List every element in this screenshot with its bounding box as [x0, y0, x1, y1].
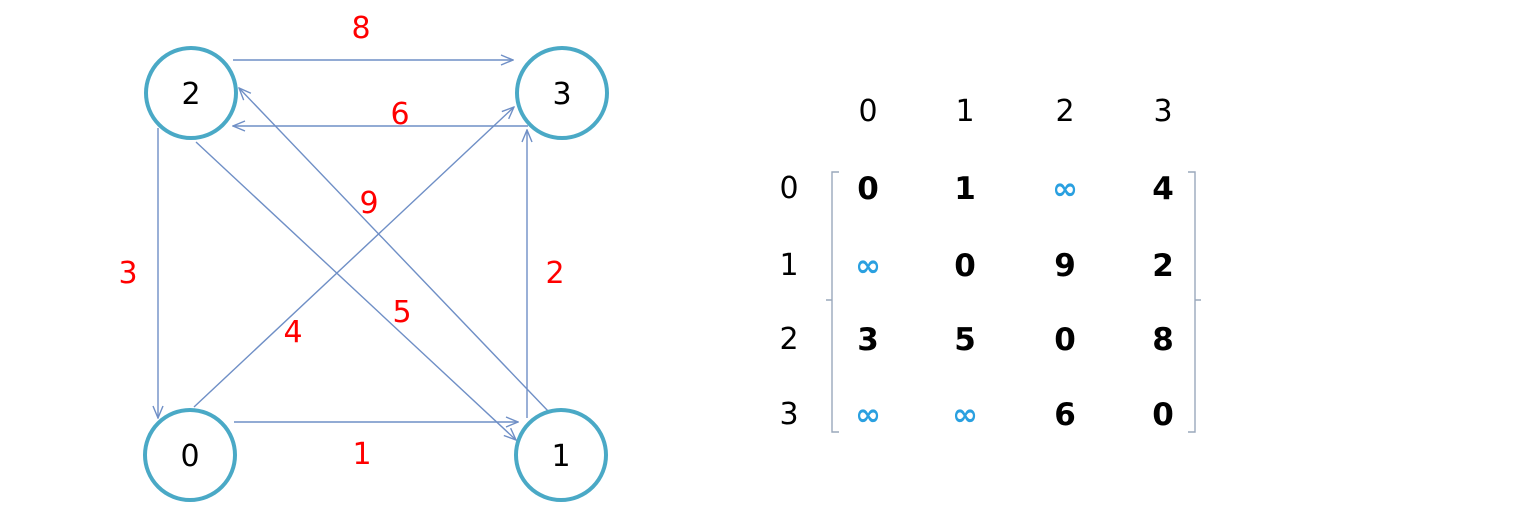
matrix-cell: ∞ — [855, 248, 881, 284]
node-1: 1 — [514, 408, 608, 502]
edge-0-to-3 — [193, 107, 514, 408]
matrix-cells: 0 1 ∞ 4 ∞ 0 9 2 3 5 0 8 ∞ ∞ 6 0 — [855, 171, 1174, 433]
node-label: 2 — [181, 77, 200, 112]
matrix-cell: ∞ — [952, 397, 978, 433]
edge-2-to-1 — [195, 141, 516, 440]
matrix-row-headers: 0 1 2 3 — [779, 171, 798, 432]
right-bracket — [1188, 171, 1201, 433]
weight-edge-2-to-0: 3 — [118, 256, 137, 291]
column-header: 1 — [955, 94, 974, 129]
matrix-cell: ∞ — [855, 397, 881, 433]
matrix-cell: 6 — [1054, 397, 1076, 433]
matrix-cell: 0 — [954, 248, 976, 284]
node-circle — [144, 46, 238, 140]
node-label: 0 — [180, 439, 199, 474]
weight-edge-1-to-2: 9 — [359, 186, 378, 221]
matrix-brackets — [826, 171, 1201, 433]
node-3: 3 — [515, 46, 609, 140]
matrix-cell: 0 — [857, 171, 879, 207]
row-header: 2 — [779, 322, 798, 357]
weight-edge-2-to-1: 5 — [392, 295, 411, 330]
weight-edge-2-to-3: 8 — [351, 11, 370, 46]
node-label: 1 — [551, 439, 570, 474]
matrix-cell: 8 — [1152, 322, 1174, 358]
matrix-cell: 0 — [1054, 322, 1076, 358]
node-0: 0 — [143, 408, 237, 502]
matrix-column-headers: 0 1 2 3 — [858, 94, 1172, 129]
column-header: 2 — [1055, 94, 1074, 129]
node-circle — [514, 408, 608, 502]
weight-edge-0-to-3: 4 — [283, 315, 302, 350]
row-header: 1 — [779, 248, 798, 283]
row-header: 3 — [779, 397, 798, 432]
weight-edge-1-to-3: 2 — [545, 256, 564, 291]
column-header: 3 — [1153, 94, 1172, 129]
matrix-cell: 9 — [1054, 248, 1076, 284]
graph-edges — [158, 60, 550, 440]
weight-edge-3-to-2: 6 — [390, 97, 409, 132]
adjacency-matrix: 0 1 2 3 0 1 2 3 0 1 ∞ 4 ∞ 0 9 2 3 5 0 8 ∞ ∞ 6 0 — [779, 94, 1201, 433]
matrix-cell: 5 — [954, 322, 976, 358]
matrix-cell: ∞ — [1052, 171, 1078, 207]
matrix-cell: 3 — [857, 322, 879, 358]
weight-edge-0-to-1: 1 — [352, 437, 371, 472]
matrix-cell: 2 — [1152, 248, 1174, 284]
row-header: 0 — [779, 171, 798, 206]
graph-nodes: 2 3 0 1 — [143, 46, 609, 502]
edge-1-to-2 — [239, 88, 550, 413]
node-circle — [515, 46, 609, 140]
column-header: 0 — [858, 94, 877, 129]
node-label: 3 — [552, 77, 571, 112]
node-2: 2 — [144, 46, 238, 140]
matrix-cell: 1 — [954, 171, 976, 207]
matrix-cell: 4 — [1152, 171, 1174, 207]
node-circle — [143, 408, 237, 502]
left-bracket — [826, 171, 839, 433]
edge-weights: 8 6 9 3 2 4 5 1 — [118, 11, 564, 472]
matrix-cell: 0 — [1152, 397, 1174, 433]
